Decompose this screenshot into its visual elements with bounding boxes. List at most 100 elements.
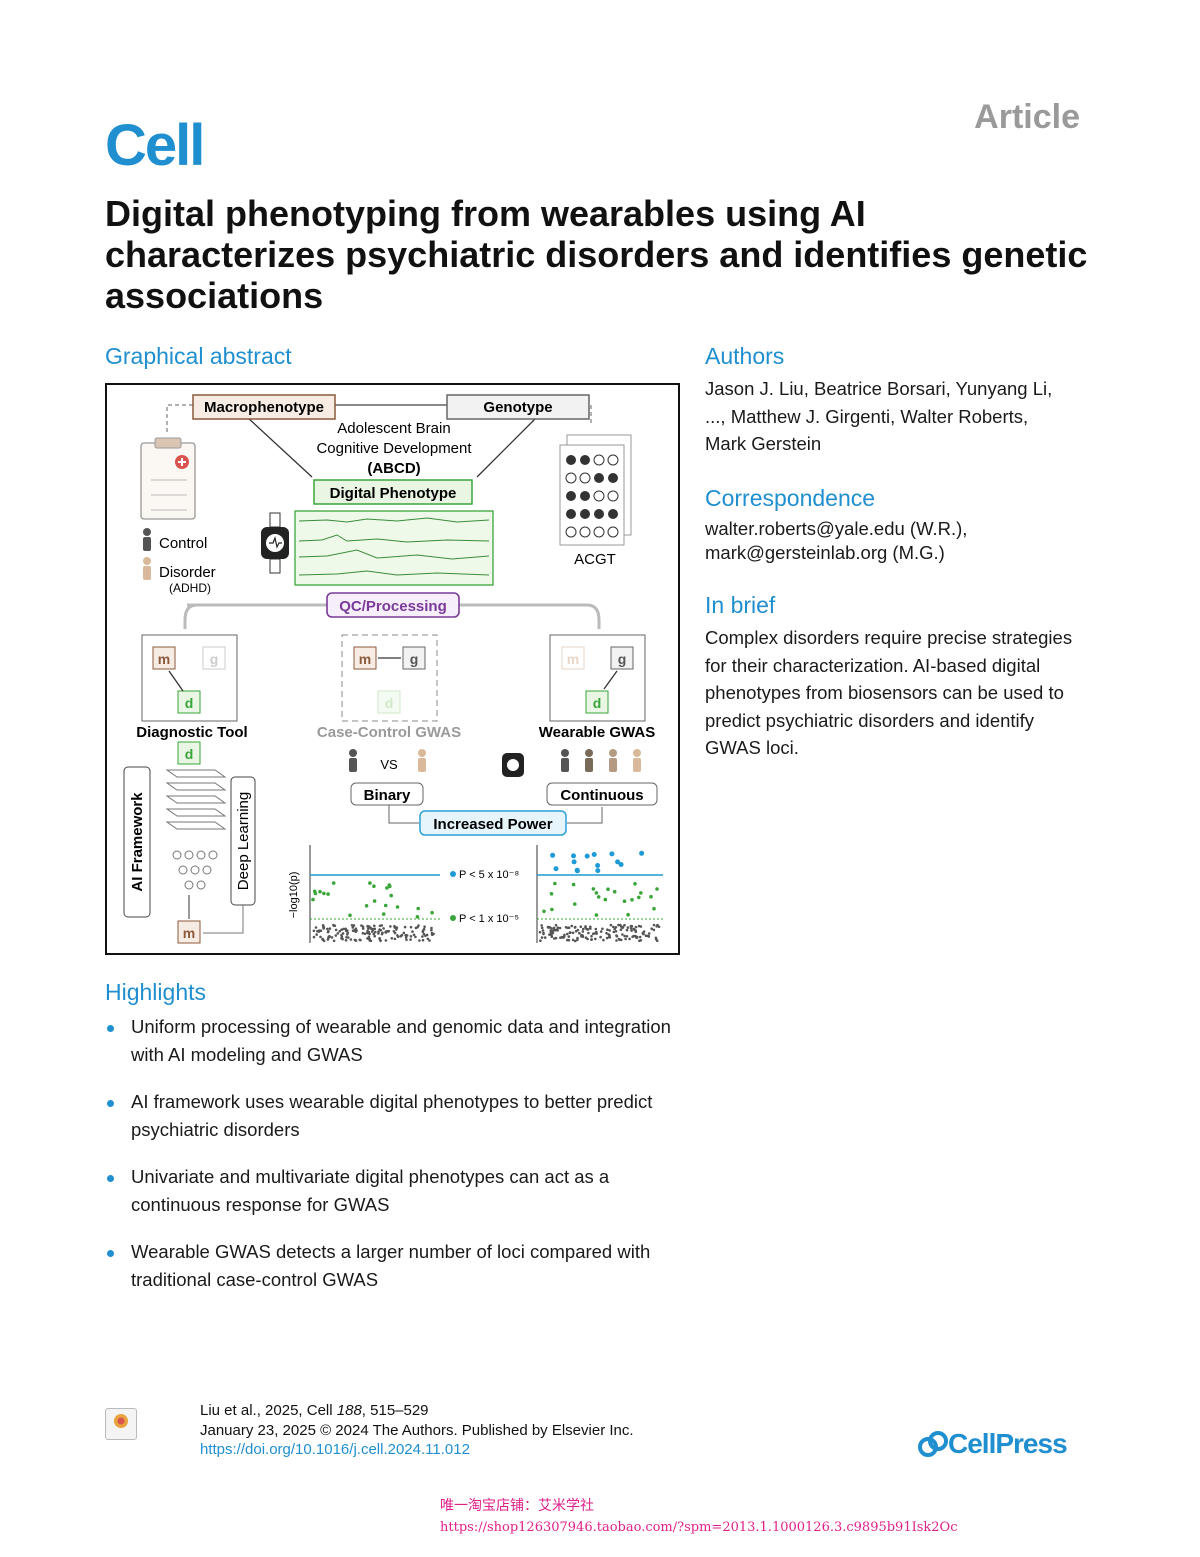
manhattan-point xyxy=(340,928,343,931)
manhattan-point xyxy=(625,935,629,938)
manhattan-point xyxy=(334,928,338,932)
manhattan-point xyxy=(541,929,545,932)
disorder-person-icon xyxy=(143,557,151,580)
manhattan-suggestive-point xyxy=(318,889,322,894)
smartwatch-small-icon xyxy=(502,753,524,777)
manhattan-point xyxy=(351,926,355,929)
wg-node-d: d xyxy=(593,695,602,711)
study-line1: Adolescent Brain xyxy=(337,420,450,437)
manhattan-point xyxy=(644,934,648,937)
graphical-abstract-svg: Macrophenotype Genotype Adolescent Brain… xyxy=(123,394,663,944)
manhattan-point xyxy=(414,935,417,939)
manhattan-suggestive-point xyxy=(430,910,434,915)
manhattan-suggestive-point xyxy=(630,898,634,902)
manhattan-point xyxy=(634,925,638,929)
manhattan-suggestive-point xyxy=(381,912,386,916)
disorder-sub-label: (ADHD) xyxy=(169,581,211,595)
manhattan-point xyxy=(417,924,420,927)
manhattan-point xyxy=(581,934,584,937)
manhattan-points xyxy=(311,850,661,943)
manhattan-significant-point xyxy=(639,850,645,856)
correspondence-email-2[interactable]: mark@gersteinlab.org (M.G.) xyxy=(705,542,945,563)
manhattan-point xyxy=(554,923,558,927)
vs-label: VS xyxy=(380,757,398,772)
disorder-person-small-icon xyxy=(418,749,426,772)
manhattan-point xyxy=(634,930,638,933)
bullet-icon xyxy=(107,1100,114,1107)
manhattan-point xyxy=(349,938,353,941)
manhattan-point xyxy=(567,926,571,929)
ai-output-node-m: m xyxy=(183,925,195,941)
manhattan-point xyxy=(615,935,619,938)
manhattan-point xyxy=(571,938,575,942)
genotype-matrix-icon xyxy=(559,434,632,546)
manhattan-suggestive-point xyxy=(542,909,546,914)
manhattan-point xyxy=(606,928,609,931)
manhattan-point xyxy=(409,925,413,929)
manhattan-point xyxy=(312,935,316,939)
manhattan-point xyxy=(587,931,590,935)
manhattan-point xyxy=(548,933,551,936)
manhattan-point xyxy=(350,924,354,927)
manhattan-point xyxy=(619,938,623,942)
manhattan-point xyxy=(402,931,406,935)
manhattan-point xyxy=(409,938,412,941)
manhattan-point xyxy=(647,935,651,938)
manhattan-point xyxy=(566,938,569,942)
control-person-small-icon xyxy=(349,749,357,772)
manhattan-point xyxy=(414,926,418,930)
manhattan-point xyxy=(430,926,433,930)
cc-node-m: m xyxy=(359,651,371,667)
manhattan-point xyxy=(564,926,568,929)
in-brief-text: Complex disorders require precise strate… xyxy=(705,627,1073,758)
manhattan-point xyxy=(614,926,618,929)
manhattan-point xyxy=(538,930,542,934)
citation-date-line: January 23, 2025 © 2024 The Authors. Pub… xyxy=(200,1421,634,1439)
check-for-updates-icon[interactable] xyxy=(105,1408,137,1440)
graphical-abstract-heading: Graphical abstract xyxy=(105,343,292,369)
manhattan-point xyxy=(599,935,602,939)
manhattan-point xyxy=(586,937,589,941)
manhattan-point xyxy=(556,926,560,929)
doi-link[interactable]: https://doi.org/10.1016/j.cell.2024.11.0… xyxy=(200,1441,470,1458)
manhattan-point xyxy=(589,927,592,930)
manhattan-point xyxy=(602,938,605,942)
manhattan-point xyxy=(345,929,349,932)
highlights-heading: Highlights xyxy=(105,979,206,1005)
manhattan-point xyxy=(570,924,574,928)
manhattan-point xyxy=(353,929,356,932)
manhattan-suggestive-point xyxy=(612,889,617,894)
digital-phenotype-label: Digital Phenotype xyxy=(330,485,457,502)
manhattan-point xyxy=(581,930,585,933)
manhattan-point xyxy=(647,932,651,935)
manhattan-point xyxy=(389,925,392,928)
manhattan-point xyxy=(595,932,598,935)
manhattan-point xyxy=(326,927,329,931)
manhattan-point xyxy=(550,935,554,938)
manhattan-point xyxy=(590,938,593,941)
manhattan-point xyxy=(560,935,564,939)
manhattan-point xyxy=(634,934,637,938)
manhattan-point xyxy=(387,929,391,933)
manhattan-point xyxy=(314,926,318,929)
manhattan-point xyxy=(540,936,544,939)
manhattan-point xyxy=(615,939,618,942)
manhattan-y-axis-label: −log10(p) xyxy=(288,872,300,919)
manhattan-point xyxy=(629,927,633,930)
correspondence-email-1[interactable]: walter.roberts@yale.edu (W.R.), xyxy=(705,518,968,539)
manhattan-suggestive-point xyxy=(622,899,627,903)
manhattan-point xyxy=(608,934,611,937)
manhattan-point xyxy=(590,934,593,938)
manhattan-suggestive-point xyxy=(594,913,599,917)
manhattan-point xyxy=(594,927,598,931)
manhattan-point xyxy=(380,932,384,936)
macrophenotype-label: Macrophenotype xyxy=(204,399,324,416)
manhattan-significant-point xyxy=(574,868,580,874)
manhattan-point xyxy=(568,931,572,934)
control-label: Control xyxy=(159,535,207,552)
watermark-line-2[interactable]: https://shop126307946.taobao.com/?spm=20… xyxy=(440,1520,958,1535)
citation-block: Liu et al., 2025, Cell 188, 515–529 Janu… xyxy=(200,1401,634,1460)
manhattan-point xyxy=(326,938,330,941)
manhattan-significant-point xyxy=(584,853,590,859)
manhattan-significant-point xyxy=(591,852,597,857)
